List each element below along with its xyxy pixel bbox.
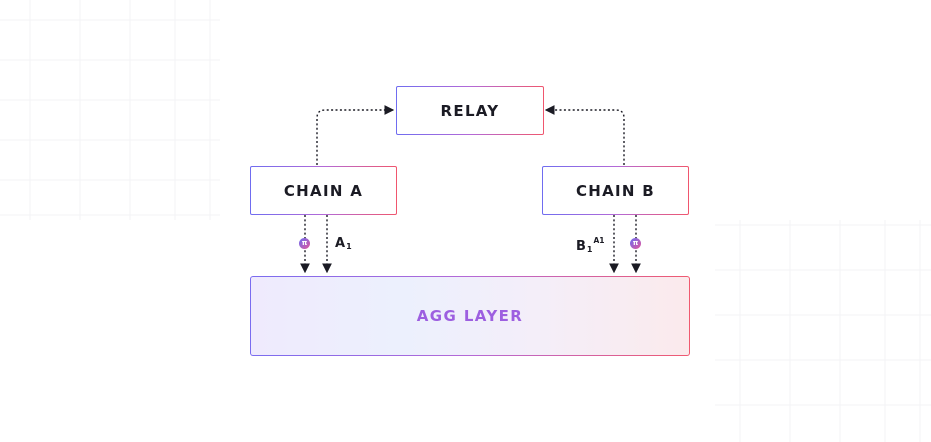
- edge-chain-b-to-relay: [544, 105, 625, 165]
- edge-label-a-sub: 1: [346, 242, 352, 251]
- edge-chain-a-to-relay: [316, 105, 395, 165]
- edge-label-b-sub: 1: [586, 245, 593, 254]
- edge-label-b1-a1: B1A1: [576, 236, 605, 254]
- chain-b-label: CHAIN B: [575, 181, 656, 200]
- proof-pi-icon: π: [630, 238, 641, 249]
- relay-node: RELAY: [396, 86, 544, 135]
- agg-layer-label: AGG LAYER: [416, 307, 524, 325]
- edge-label-b-sup: A1: [593, 236, 605, 245]
- chain-a-node: CHAIN A: [250, 166, 397, 215]
- edge-label-a1: A1: [335, 236, 352, 251]
- chain-a-label: CHAIN A: [283, 181, 364, 200]
- proof-pi-icon: π: [299, 238, 310, 249]
- agg-layer-node: AGG LAYER: [250, 276, 690, 356]
- proof-pi-symbol: π: [632, 239, 639, 247]
- edge-label-a-base: A: [335, 236, 346, 251]
- edge-label-b-base: B: [576, 239, 586, 254]
- relay-label: RELAY: [440, 101, 500, 120]
- proof-pi-symbol: π: [301, 239, 308, 247]
- chain-b-node: CHAIN B: [542, 166, 689, 215]
